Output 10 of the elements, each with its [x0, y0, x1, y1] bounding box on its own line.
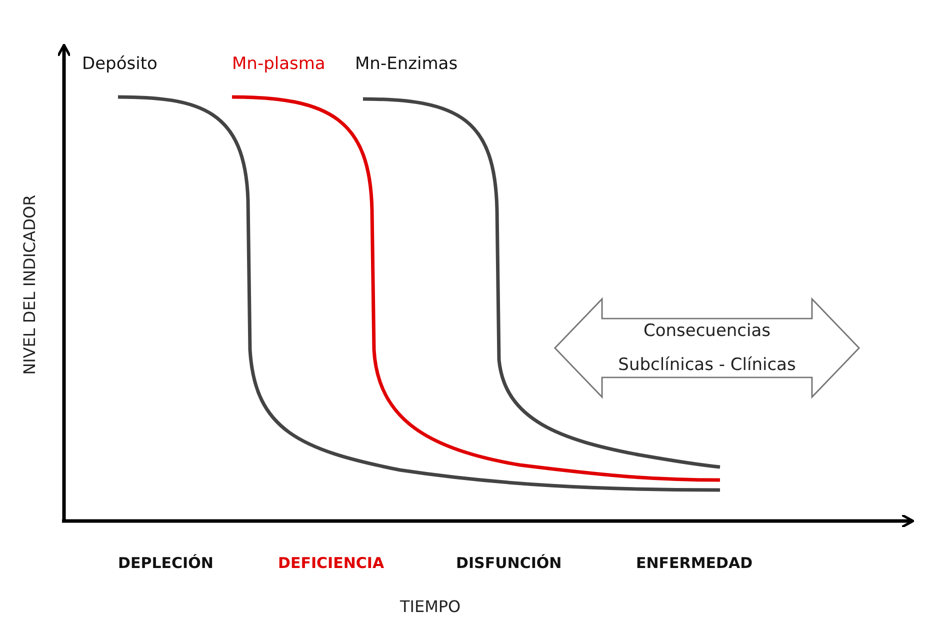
stage-label: ENFERMEDAD	[636, 555, 753, 572]
axis-title: NIVEL DEL INDICADOR	[21, 194, 39, 375]
curve-label: Mn-plasma	[232, 55, 326, 74]
curve-label: Mn-Enzimas	[355, 55, 458, 74]
stage-label: DEPLECIÓN	[118, 555, 214, 572]
stage-label: DISFUNCIÓN	[456, 555, 562, 572]
axis-title: TIEMPO	[400, 598, 461, 616]
curve-label: Depósito	[82, 55, 158, 74]
arrow-label: Consecuencias Subclínicas - Clínicas	[617, 320, 797, 377]
stage-label: DEFICIENCIA	[278, 555, 384, 572]
